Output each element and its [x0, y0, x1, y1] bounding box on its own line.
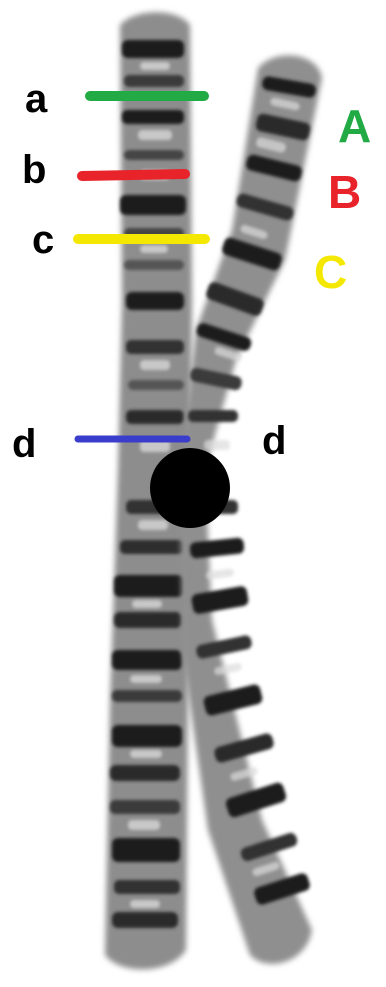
centromere — [150, 448, 230, 528]
label-d-right: d — [262, 419, 286, 463]
label-A: A — [338, 100, 371, 152]
label-b: b — [22, 148, 46, 192]
label-C: C — [314, 246, 347, 298]
label-B: B — [328, 166, 361, 218]
label-d-left: d — [12, 422, 36, 466]
label-c: c — [32, 218, 54, 262]
marker-line-b — [82, 174, 185, 176]
label-a: a — [25, 77, 48, 121]
